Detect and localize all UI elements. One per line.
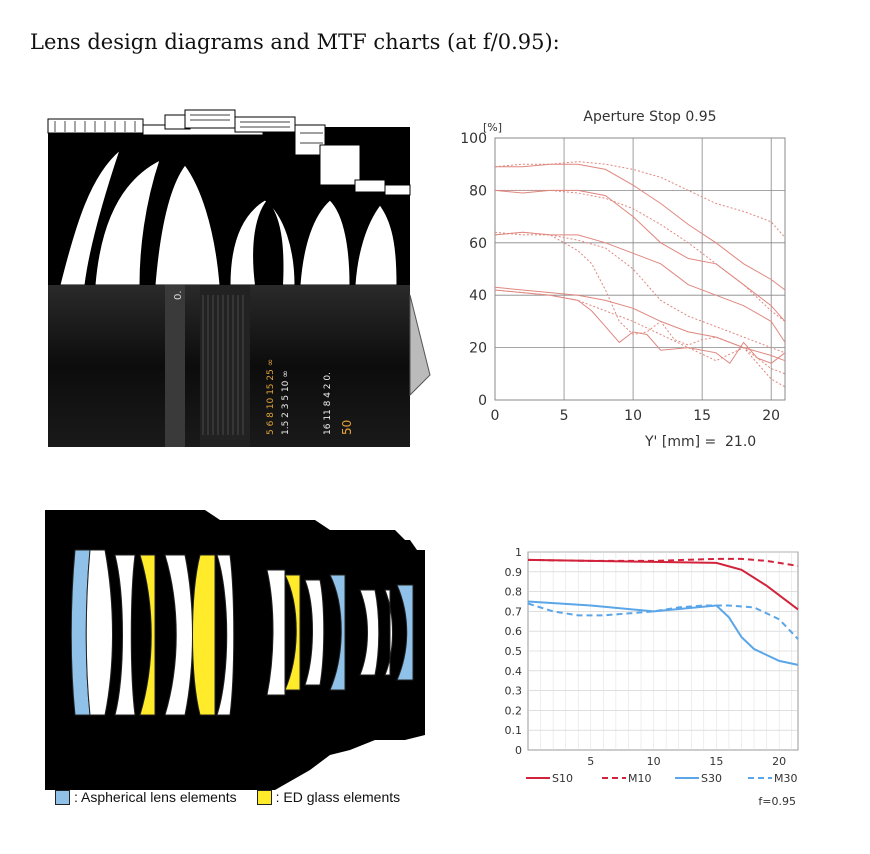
lens-cutaway-diagram-top: 0. 50 5 6 8 10 15 25 ∞ 1.5 2 3 5 10 ∞ 16… [45,105,435,450]
svg-text:1.5 2 3 5 10 ∞: 1.5 2 3 5 10 ∞ [281,370,291,435]
mtf2-legend-label: M30 [774,772,798,785]
mtf1-series-line [494,231,786,388]
mtf1-series-line [494,161,786,238]
mtf2-y-tick: 0.8 [505,586,523,599]
mtf1-x-tick: 15 [693,408,711,424]
mtf1-x-value: 21.0 [725,434,756,450]
ed-element-2 [192,554,216,716]
mtf1-series-line [494,289,786,375]
mtf2-series-m10 [527,557,799,567]
mtf1-y-tick: 40 [469,288,487,304]
lens-element-diagram-bottom [45,505,437,835]
mtf2-y-tick: 0.9 [505,566,523,579]
mtf1-plot-frame [494,137,786,401]
mtf1-x-tick: 0 [491,408,500,424]
ed-element-3 [284,574,301,691]
ed-label: : ED glass elements [275,789,401,805]
mtf2-legend-label: M10 [628,772,652,785]
aspherical-element-3 [396,584,414,681]
aspherical-element-2 [329,574,346,691]
mtf2-x-tick: 15 [709,755,723,768]
mtf2-x-tick: 20 [772,755,786,768]
legend-aspherical: : Aspherical lens elements [55,789,237,805]
mtf2-x-tick: 5 [587,755,594,768]
mtf2-y-tick: 1 [515,546,522,559]
mtf1-series-line [495,163,786,291]
aspherical-label: : Aspherical lens elements [74,789,237,805]
ed-element-1 [139,554,156,716]
aperture-mark: 0. [173,290,184,300]
page-title: Lens design diagrams and MTF charts (at … [30,30,560,54]
mtf-chart-aperture-stop: Aperture Stop 0.95 [%] 0 20 40 60 80 100 0 5 10 1… [445,100,865,460]
mtf2-y-tick: 0.3 [505,685,523,698]
mtf1-x-tick: 5 [560,408,569,424]
lens-housing-outline [45,510,425,790]
mtf1-series-line [494,189,786,322]
mtf1-y-unit: [%] [483,121,502,134]
mtf2-y-tick: 0.4 [505,665,523,678]
mtf1-y-tick: 20 [469,341,487,357]
mtf2-series-s30 [527,600,799,666]
mtf1-x-tick: 10 [624,408,642,424]
mtf2-y-tick: 0.7 [505,605,523,618]
svg-text:5 6 8 10 15 25 ∞: 5 6 8 10 15 25 ∞ [266,359,276,435]
mtf2-series-m30 [527,602,799,640]
mtf1-series-line [494,231,786,354]
mtf1-x-tick: 20 [762,408,780,424]
mtf2-legend-label: S10 [552,772,573,785]
mtf2-series-s10 [527,558,799,611]
legend-ed: : ED glass elements [256,789,401,805]
mtf1-x-label: Y' [mm] = [644,434,716,450]
mtf1-series-line [494,231,786,343]
focal-length-mark: 50 [340,420,354,435]
mtf2-y-tick: 0.5 [505,645,523,658]
mtf2-legend-label: S30 [701,772,722,785]
mtf1-y-tick: 0 [478,393,487,409]
mtf2-footnote: f=0.95 [758,795,796,808]
aspherical-swatch [55,789,70,805]
mtf2-y-tick: 0 [515,744,522,757]
mtf1-series-line [494,286,786,362]
mtf1-y-tick: 100 [460,131,487,147]
ed-swatch [256,789,272,805]
mtf1-y-tick: 60 [469,236,487,252]
mtf2-x-tick: 10 [647,755,661,768]
mtf2-y-tick: 0.2 [505,704,523,717]
mtf2-y-tick: 0.6 [505,625,523,638]
mtf1-y-tick: 80 [469,183,487,199]
mtf1-series-line [495,189,786,322]
mtf1-title: Aperture Stop 0.95 [583,109,716,125]
mtf2-y-tick: 0.1 [505,724,523,737]
svg-text:16 11 8 4 2 0.: 16 11 8 4 2 0. [323,372,333,435]
lens-legend: : Aspherical lens elements : ED glass el… [55,789,400,805]
mtf1-series-line [494,289,786,365]
